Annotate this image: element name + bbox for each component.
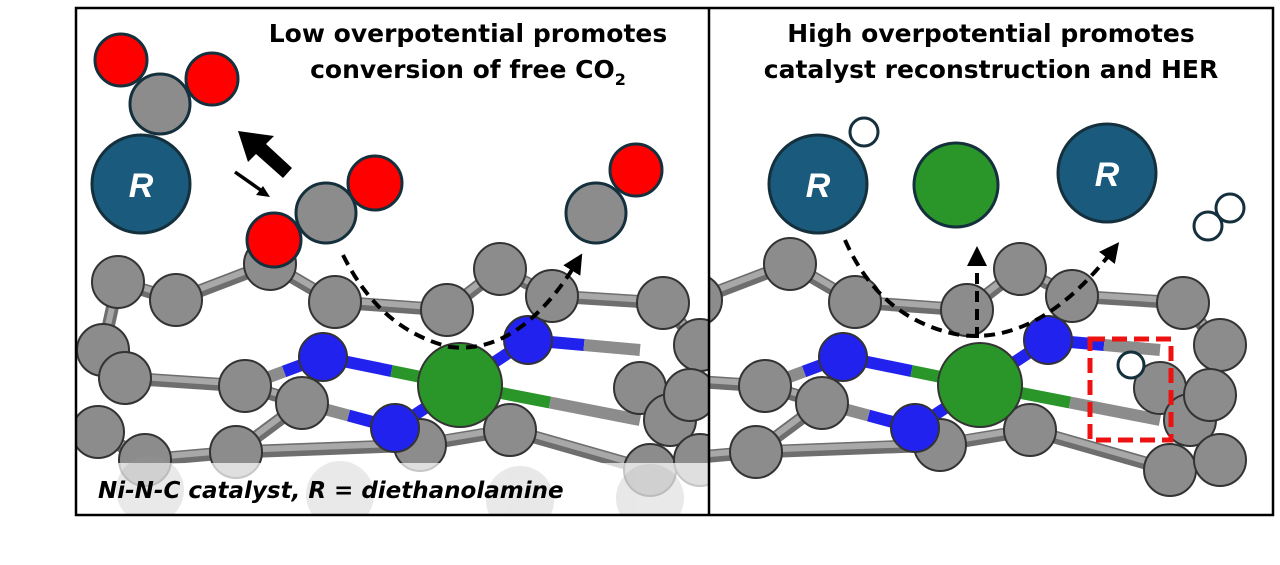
oxygen-atom bbox=[245, 211, 303, 269]
carbon-atom bbox=[738, 359, 792, 413]
carbon-atom bbox=[729, 425, 783, 479]
amine-R-label: R bbox=[129, 167, 154, 205]
left-panel-title-line2: conversion of free CO2 bbox=[310, 55, 626, 89]
nickel-atom bbox=[417, 342, 503, 428]
large-arrow-icon bbox=[238, 131, 292, 178]
right-panel-title-line1: High overpotential promotes bbox=[787, 19, 1195, 48]
faded-atoms-under-caption bbox=[116, 456, 684, 514]
amine-R bbox=[767, 133, 869, 235]
oxygen-atom bbox=[184, 51, 240, 107]
carbon-atom bbox=[1143, 443, 1197, 497]
carbon-atom bbox=[1193, 433, 1247, 487]
equilibrium-arrows bbox=[233, 131, 292, 197]
carbon-atom bbox=[663, 368, 708, 422]
reaction-path-arrow bbox=[341, 253, 583, 350]
oxygen-atom bbox=[346, 154, 404, 212]
bound-co2-on-amine bbox=[90, 32, 240, 235]
reconstruction-highlight-box bbox=[1087, 336, 1174, 443]
amine-R-label-right: R bbox=[1095, 156, 1120, 194]
carbon-atom bbox=[275, 376, 329, 430]
free-co2 bbox=[245, 154, 404, 269]
carbon-atom bbox=[420, 283, 474, 337]
carbon-atom bbox=[636, 276, 690, 330]
nitrogen-atom bbox=[1023, 315, 1073, 365]
carbon-atom bbox=[77, 405, 125, 459]
carbon-atom bbox=[218, 359, 272, 413]
carbon-atom bbox=[993, 242, 1047, 296]
figure-frame bbox=[74, 6, 1275, 517]
nitrogen-atom bbox=[818, 332, 868, 382]
carbon-atom bbox=[149, 273, 203, 327]
caption-band bbox=[77, 463, 708, 514]
amine-with-hydrogen bbox=[767, 116, 880, 235]
bond bbox=[1068, 396, 1162, 426]
carbon-atom bbox=[473, 242, 527, 296]
carbon-atom bbox=[294, 181, 358, 245]
bond bbox=[583, 339, 641, 356]
carbon-atom bbox=[828, 275, 882, 329]
carbon-atom bbox=[483, 403, 537, 457]
small-arrow-icon bbox=[233, 170, 264, 193]
hydrogen-molecule bbox=[1192, 192, 1246, 242]
carbon-atom bbox=[128, 72, 192, 136]
nitrogen-atom bbox=[298, 332, 348, 382]
bond bbox=[548, 396, 642, 426]
left-panel-title-line1: Low overpotential promotes bbox=[269, 19, 668, 48]
nitrogen-atom bbox=[503, 315, 553, 365]
left-panel: R Low overpotential promotes conversion … bbox=[77, 9, 708, 514]
carbon-atom bbox=[795, 376, 849, 430]
leached-nickel bbox=[912, 141, 1000, 229]
catalyst-caption: Ni-N-C catalyst, R = diethanolamine bbox=[98, 478, 564, 504]
hydrogen-atom bbox=[848, 116, 880, 148]
carbon-atom bbox=[710, 276, 723, 324]
amine-R-label-left: R bbox=[806, 167, 831, 205]
nickel-atom bbox=[937, 342, 1023, 428]
nitrogen-atom bbox=[370, 403, 420, 453]
ni-n-c-lattice-right bbox=[710, 237, 1247, 497]
reaction-path-arrow bbox=[843, 239, 1120, 338]
carbon-atom bbox=[1156, 276, 1210, 330]
amine-R bbox=[1056, 122, 1158, 224]
carbon-atom bbox=[763, 237, 817, 291]
carbon-atom bbox=[1183, 368, 1237, 422]
nitrogen-atom bbox=[890, 403, 940, 453]
bond bbox=[1103, 339, 1161, 356]
carbon-atom bbox=[98, 351, 152, 405]
carbon-atom bbox=[1193, 318, 1247, 372]
carbon-atom bbox=[308, 275, 362, 329]
adsorbed-hydrogen bbox=[1116, 350, 1146, 380]
right-panel: R R High overpotential promotes catalyst… bbox=[710, 9, 1272, 514]
carbon-atom bbox=[91, 255, 145, 309]
carbon-atom bbox=[1003, 403, 1057, 457]
oxygen-atom bbox=[93, 32, 149, 88]
co-product bbox=[564, 142, 664, 245]
oxygen-atom bbox=[608, 142, 664, 198]
amine-R bbox=[90, 133, 192, 235]
right-panel-title-line2: catalyst reconstruction and HER bbox=[764, 55, 1218, 84]
carbon-atom bbox=[940, 283, 994, 337]
carbon-atom bbox=[564, 181, 628, 245]
carbon-atom bbox=[525, 269, 579, 323]
